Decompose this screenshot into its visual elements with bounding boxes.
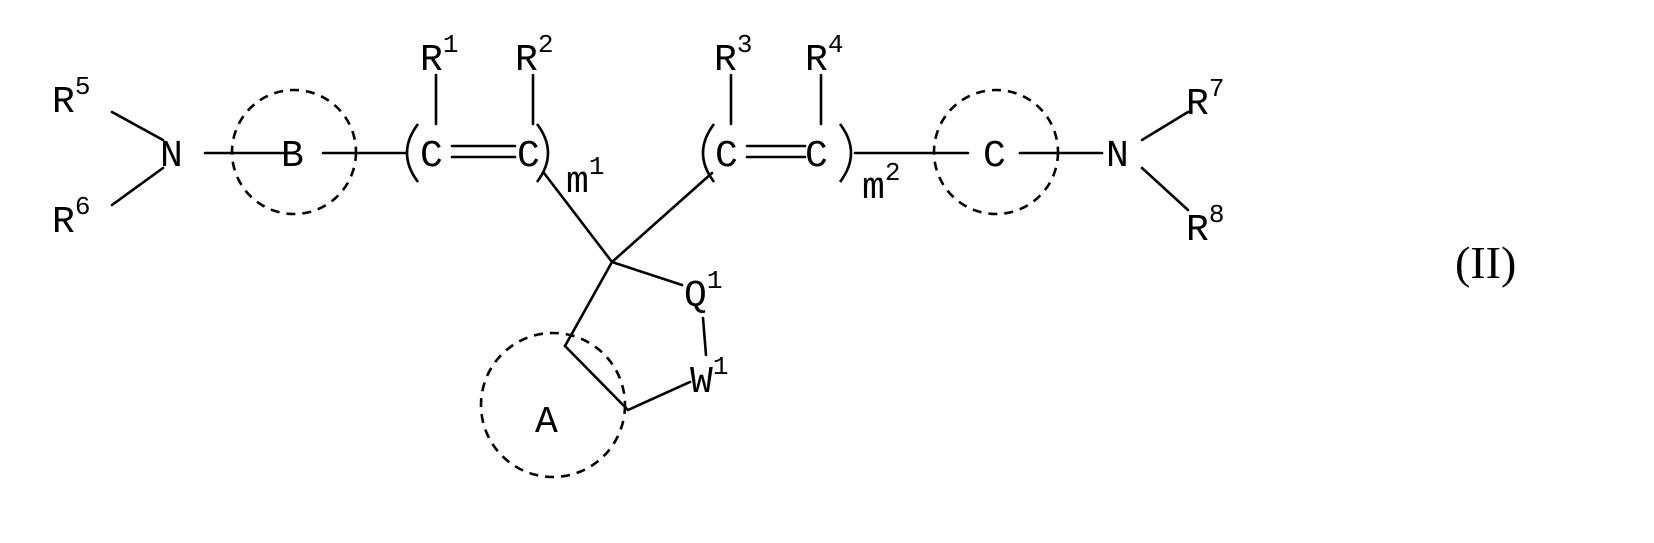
ring-b-label: B [281, 135, 304, 178]
c1-label: C [420, 135, 443, 178]
w1-label: W1 [690, 352, 728, 404]
bond-spiro-q [612, 262, 682, 285]
r4-label: R4 [805, 30, 843, 82]
bond-n-r8 [1142, 168, 1188, 210]
q1-label: Q1 [684, 266, 722, 318]
n-left-label: N [160, 135, 183, 178]
c3-label: C [715, 135, 738, 178]
bond-q-w [703, 318, 706, 355]
bond-r6-n [112, 168, 163, 205]
r8-label: R8 [1186, 200, 1224, 252]
r3-label: R3 [714, 30, 752, 82]
paren-close-2 [840, 124, 851, 182]
bond-r5-n [112, 112, 163, 140]
formula-number: (II) [1455, 237, 1516, 288]
ring-a-label: A [535, 401, 558, 444]
bond-spiro-fused [565, 262, 612, 346]
m1-subscript: m1 [566, 152, 604, 204]
c2-label: C [517, 135, 540, 178]
c4-label: C [805, 135, 828, 178]
bond-spiro-c3 [612, 173, 712, 262]
bond-w-fused [628, 382, 690, 410]
ring-c-label: C [983, 135, 1006, 178]
n-right-label: N [1106, 135, 1129, 178]
r7-label: R7 [1186, 74, 1224, 126]
paren-open-1 [407, 124, 418, 182]
r6-label: R6 [52, 192, 90, 244]
m2-subscript: m2 [862, 158, 900, 210]
r5-label: R5 [52, 72, 90, 124]
r1-label: R1 [420, 30, 458, 82]
bond-n-r7 [1142, 112, 1188, 140]
r2-label: R2 [515, 30, 553, 82]
